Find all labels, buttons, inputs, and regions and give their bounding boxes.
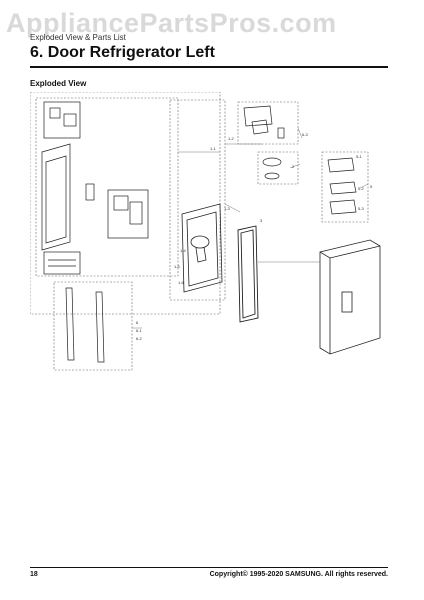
part-labels: 1-1 1-2 1-3 1-4 1-5 1-6 2 3 5 5-1 5-2 5-… <box>136 132 373 341</box>
group-boxes <box>30 92 369 371</box>
door-bins <box>327 157 357 215</box>
hinge-parts <box>243 105 285 139</box>
page-title: 6. Door Refrigerator Left <box>30 44 215 61</box>
lower-parts <box>65 287 105 363</box>
door-panel <box>181 203 223 293</box>
part-label: 5-3 <box>358 206 365 211</box>
part-label: 6-2 <box>136 336 143 341</box>
refrigerator-body <box>319 239 381 355</box>
part-label: 5 <box>370 184 373 189</box>
footer-divider <box>30 567 388 568</box>
part-label: 3 <box>260 218 263 223</box>
part-label: 6 <box>136 320 139 325</box>
title-divider <box>30 66 388 68</box>
part-label: 2 <box>292 164 295 169</box>
exploded-view-diagram: 1-1 1-2 1-3 1-4 1-5 1-6 2 3 5 5-1 5-2 5-… <box>30 92 381 371</box>
part-label: 1-5 <box>174 264 181 269</box>
part-label: 6-3 <box>302 132 309 137</box>
copyright-notice: Copyright© 1995-2020 SAMSUNG. All rights… <box>209 571 388 578</box>
exploded-view-heading: Exploded View <box>30 79 87 88</box>
dispenser-bracket <box>85 183 149 239</box>
page-number: 18 <box>30 571 38 578</box>
part-label: 5-2 <box>358 186 365 191</box>
part-label: 1-4 <box>180 248 187 253</box>
door-liner <box>41 101 81 275</box>
leader-lines <box>132 127 369 329</box>
part-label: 6-1 <box>136 328 143 333</box>
door-gasket <box>237 225 259 323</box>
part-label: 1-6 <box>178 280 185 285</box>
watermark: AppliancePartsPros.com <box>6 8 337 38</box>
part-label: 1-1 <box>210 146 217 151</box>
part-label: 1-2 <box>228 136 235 141</box>
part-label: 5-1 <box>356 154 363 159</box>
section-label: Exploded View & Parts List <box>30 33 126 42</box>
part-label: 1-3 <box>224 206 231 211</box>
cap-parts <box>262 157 282 180</box>
